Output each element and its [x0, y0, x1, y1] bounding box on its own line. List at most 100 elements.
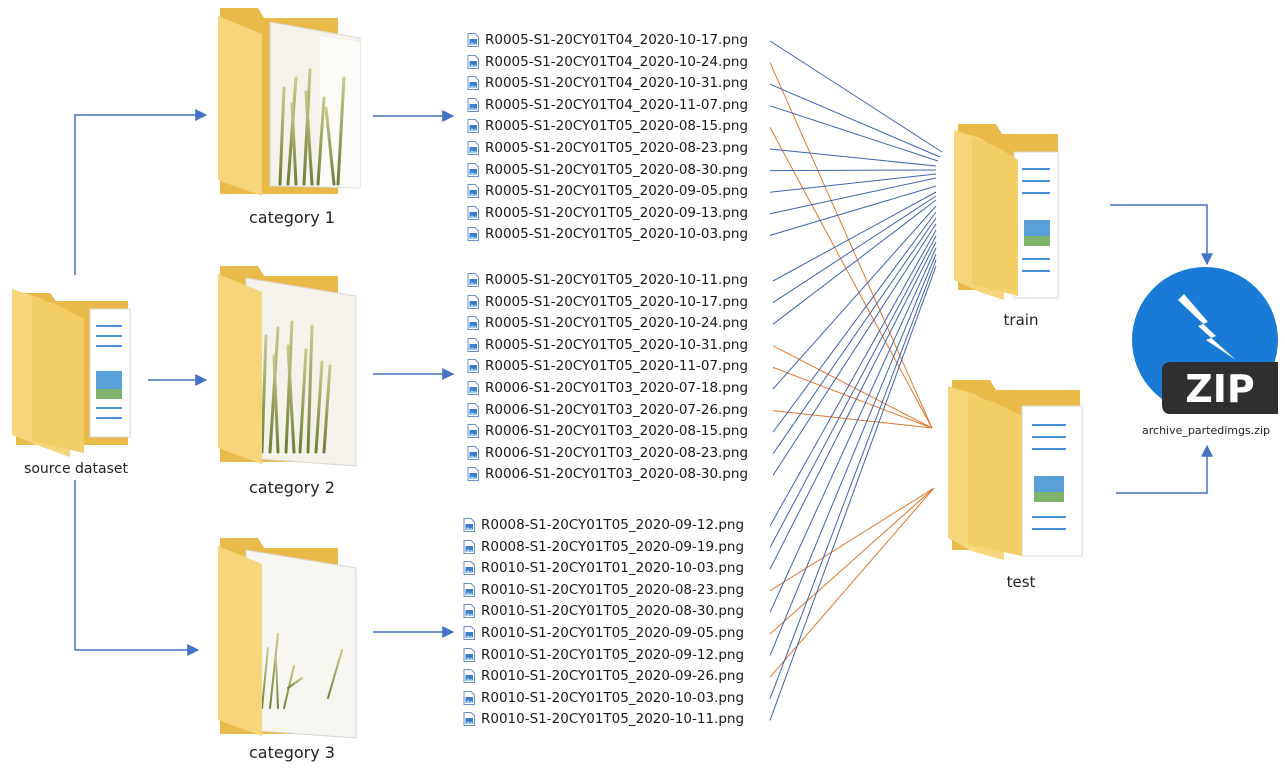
split-line-train — [772, 223, 937, 476]
split-line-train — [772, 211, 937, 433]
image-file-icon — [463, 604, 475, 619]
image-file-icon — [467, 359, 479, 374]
image-file-icon — [463, 669, 475, 684]
split-line-train — [772, 217, 937, 455]
file-name: R0010-S1-20CY01T01_2020-10-03.png — [481, 560, 745, 577]
file-name: R0005-S1-20CY01T05_2020-10-11.png — [485, 272, 749, 288]
category-1-folder-icon[interactable] — [218, 8, 361, 196]
file-name: R0008-S1-20CY01T05_2020-09-12.png — [481, 517, 745, 533]
split-line-train — [769, 247, 937, 613]
flow-arrows — [74, 109, 1213, 656]
file-name: R0005-S1-20CY01T04_2020-10-17.png — [485, 32, 749, 48]
file-item[interactable]: R0005-S1-20CY01T04_2020-10-31.png — [467, 73, 748, 93]
train-folder-icon[interactable] — [954, 124, 1059, 300]
image-file-icon — [467, 381, 479, 395]
file-item[interactable]: R0010-S1-20CY01T05_2020-08-30.png — [463, 601, 744, 621]
split-line-train — [769, 265, 937, 721]
file-item[interactable]: R0005-S1-20CY01T05_2020-10-24.png — [467, 313, 748, 333]
split-lines — [769, 40, 943, 721]
arrow-test-to-zip — [1116, 444, 1213, 494]
image-file-icon — [467, 294, 479, 309]
arrow-source-to-category-3 — [74, 480, 200, 656]
split-line-train — [769, 253, 937, 656]
source-folder-icon[interactable] — [12, 289, 131, 457]
file-item[interactable]: R0010-S1-20CY01T05_2020-09-26.png — [463, 666, 744, 686]
file-name: R0005-S1-20CY01T05_2020-10-17.png — [485, 293, 749, 310]
file-item[interactable]: R0005-S1-20CY01T04_2020-10-17.png — [467, 30, 748, 50]
image-file-icon — [463, 626, 475, 640]
split-line-test — [769, 62, 933, 429]
file-item[interactable]: R0010-S1-20CY01T05_2020-10-03.png — [463, 688, 744, 708]
image-file-icon — [463, 582, 475, 597]
file-item[interactable]: R0005-S1-20CY01T05_2020-08-15.png — [467, 116, 748, 136]
file-item[interactable]: R0005-S1-20CY01T05_2020-10-17.png — [467, 292, 748, 312]
split-line-train — [769, 185, 937, 236]
zip-badge-text: ZIP — [1185, 367, 1255, 411]
image-file-icon — [467, 424, 479, 439]
file-item[interactable]: R0008-S1-20CY01T05_2020-09-19.png — [463, 537, 744, 557]
file-name: R0005-S1-20CY01T04_2020-10-24.png — [485, 53, 749, 70]
file-item[interactable]: R0005-S1-20CY01T05_2020-08-30.png — [467, 160, 748, 180]
file-item[interactable]: R0010-S1-20CY01T05_2020-09-12.png — [463, 645, 744, 665]
file-item[interactable]: R0005-S1-20CY01T05_2020-08-23.png — [467, 138, 748, 158]
file-item[interactable]: R0006-S1-20CY01T03_2020-08-15.png — [467, 421, 748, 441]
file-item[interactable]: R0005-S1-20CY01T04_2020-10-24.png — [467, 52, 748, 72]
file-item[interactable]: R0005-S1-20CY01T04_2020-11-07.png — [467, 95, 748, 115]
file-name: R0010-S1-20CY01T05_2020-10-11.png — [481, 711, 745, 728]
image-file-icon — [467, 76, 479, 91]
category-2-folder-icon[interactable] — [218, 266, 357, 467]
zip-archive-icon[interactable]: ZIP — [1132, 267, 1278, 414]
split-line-train — [769, 148, 937, 167]
split-line-test — [772, 345, 933, 429]
file-item[interactable]: R0006-S1-20CY01T03_2020-08-30.png — [467, 464, 748, 484]
split-line-train — [769, 169, 937, 172]
split-line-train — [772, 195, 937, 304]
split-line-test — [769, 487, 935, 592]
split-line-train — [769, 229, 937, 527]
split-line-train — [769, 40, 943, 153]
image-file-icon — [463, 518, 475, 532]
category-3-folder-icon[interactable] — [218, 538, 357, 739]
file-item[interactable]: R0005-S1-20CY01T05_2020-10-31.png — [467, 335, 748, 355]
image-file-icon — [463, 712, 475, 727]
arrow-train-to-zip — [1110, 204, 1213, 266]
split-line-test — [772, 410, 933, 429]
file-item[interactable]: R0006-S1-20CY01T03_2020-08-23.png — [467, 443, 748, 463]
image-file-icon — [467, 97, 479, 112]
file-item[interactable]: R0008-S1-20CY01T05_2020-09-12.png — [463, 515, 744, 535]
file-item[interactable]: R0010-S1-20CY01T05_2020-10-11.png — [463, 709, 744, 729]
file-item[interactable]: R0005-S1-20CY01T05_2020-11-07.png — [467, 356, 748, 376]
file-item[interactable]: R0010-S1-20CY01T05_2020-09-05.png — [463, 623, 744, 643]
image-file-icon — [467, 402, 479, 417]
file-item[interactable]: R0005-S1-20CY01T05_2020-09-13.png — [467, 203, 748, 223]
file-item[interactable]: R0010-S1-20CY01T01_2020-10-03.png — [463, 558, 744, 578]
file-item[interactable]: R0005-S1-20CY01T05_2020-10-11.png — [467, 270, 748, 290]
file-item[interactable]: R0010-S1-20CY01T05_2020-08-23.png — [463, 580, 744, 600]
file-name: R0005-S1-20CY01T05_2020-08-30.png — [485, 161, 749, 178]
image-file-icon — [463, 647, 475, 662]
file-name: R0006-S1-20CY01T03_2020-07-26.png — [485, 401, 749, 418]
test-folder-icon[interactable] — [948, 380, 1083, 560]
file-name: R0006-S1-20CY01T03_2020-08-15.png — [485, 423, 749, 440]
train-label: train — [1003, 311, 1039, 329]
split-line-test — [769, 487, 935, 678]
file-item[interactable]: R0005-S1-20CY01T05_2020-10-03.png — [467, 224, 748, 244]
image-file-icon — [467, 337, 479, 352]
file-name: R0005-S1-20CY01T05_2020-10-31.png — [485, 336, 749, 353]
split-line-train — [769, 241, 937, 570]
file-item[interactable]: R0006-S1-20CY01T03_2020-07-26.png — [467, 400, 748, 420]
file-name: R0010-S1-20CY01T05_2020-08-30.png — [481, 603, 745, 620]
category-1-label: category 1 — [249, 208, 335, 227]
image-file-icon — [467, 445, 479, 460]
split-line-test — [769, 487, 935, 635]
split-line-train — [772, 199, 937, 325]
image-file-icon — [467, 162, 479, 177]
file-name: R0005-S1-20CY01T05_2020-10-24.png — [485, 315, 749, 332]
file-item[interactable]: R0006-S1-20CY01T03_2020-07-18.png — [467, 378, 748, 398]
arrow-source-to-category-1 — [74, 109, 208, 275]
file-name: R0010-S1-20CY01T05_2020-09-05.png — [481, 625, 745, 641]
category-2-label: category 2 — [249, 478, 335, 497]
file-item[interactable]: R0005-S1-20CY01T05_2020-09-05.png — [467, 181, 748, 201]
file-name: R0005-S1-20CY01T05_2020-10-03.png — [485, 226, 749, 243]
